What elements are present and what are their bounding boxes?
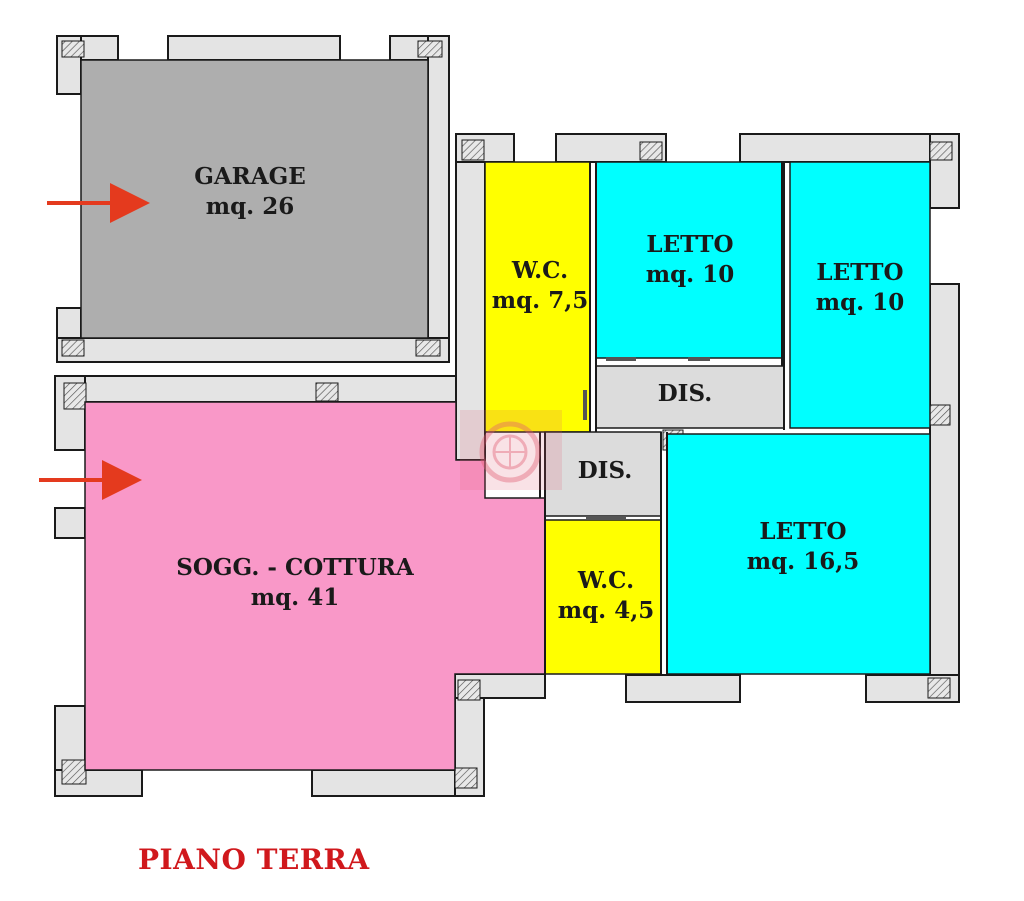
room-area: mq. 16,5 [746,548,860,575]
watermark-logo [460,410,562,490]
room-name: DIS. [657,380,713,407]
dis2-floor [544,431,662,517]
garage-floor [80,59,429,339]
room-name: W.C. [511,257,569,284]
room-label-dis1: DIS. [630,379,740,409]
wc1-floor [484,161,591,433]
room-name: GARAGE [194,163,306,190]
garage-walls [56,35,450,363]
room-name: LETTO [816,259,904,286]
room-name: LETTO [646,231,734,258]
room-area: mq. 4,5 [557,597,655,624]
room-label-garage: GARAGE mq. 26 [170,162,330,222]
floor-title: PIANO TERRA [138,843,370,876]
interior-partitions [539,162,785,674]
room-area: mq. 10 [645,261,735,288]
letto3-floor [666,433,931,675]
room-label-wc1: W.C. mq. 7,5 [485,256,595,316]
room-area: mq. 26 [205,193,295,220]
dis1-floor [595,365,785,429]
room-name: DIS. [577,457,633,484]
room-area: mq. 7,5 [491,287,589,314]
room-label-letto2: LETTO mq. 10 [790,258,930,318]
room-name: LETTO [759,518,847,545]
letto1-floor [595,161,783,359]
room-label-letto3: LETTO mq. 16,5 [718,517,888,577]
room-label-wc2: W.C. mq. 4,5 [548,566,664,626]
room-name: W.C. [577,567,635,594]
door-marks [583,357,710,520]
garage-wall-hatches [61,40,443,357]
wc2-floor [544,519,662,675]
house-wall-hatches [61,139,953,789]
room-label-letto1: LETTO mq. 10 [608,230,772,290]
room-label-soggiorno: SOGG. - COTTURA mq. 41 [160,553,430,613]
room-name: SOGG. - COTTURA [176,554,414,581]
letto2-floor [789,161,931,429]
room-area: mq. 10 [815,289,905,316]
room-area: mq. 41 [250,584,340,611]
room-label-dis2: DIS. [550,456,660,486]
